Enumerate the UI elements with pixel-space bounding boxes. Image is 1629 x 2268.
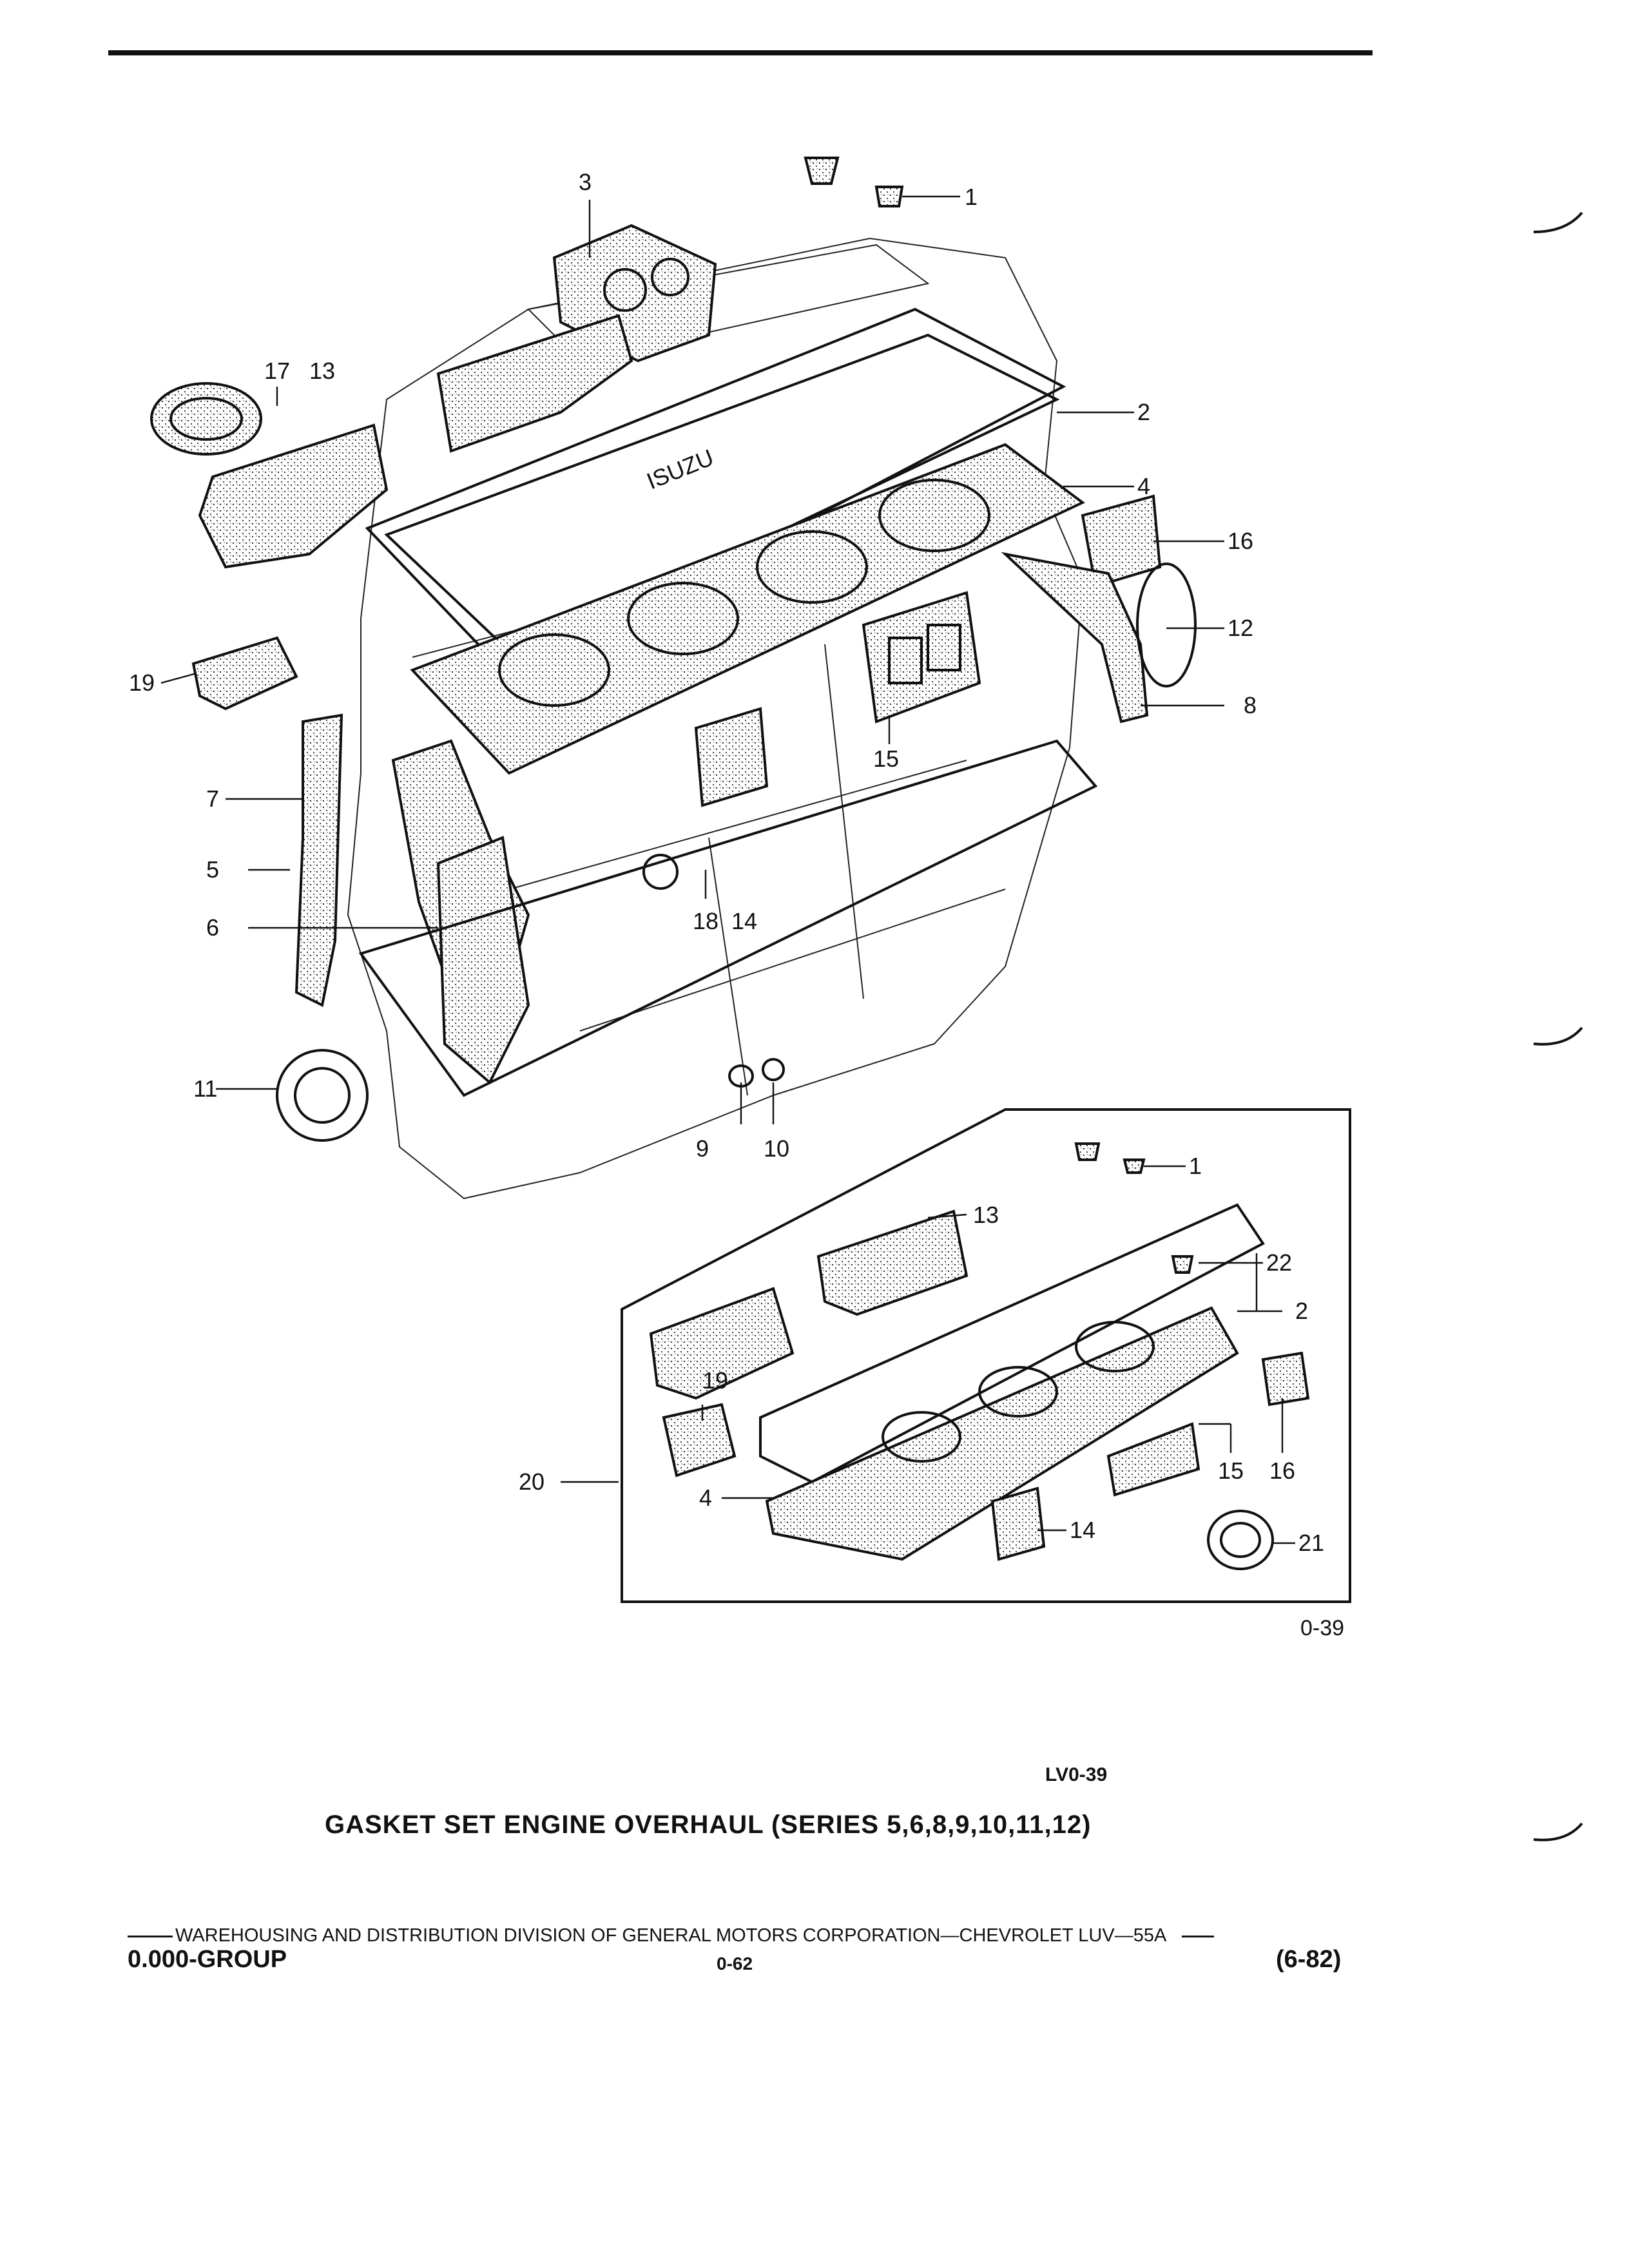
kit-callout-16: 16 bbox=[1269, 1457, 1295, 1484]
kit-callout-19: 19 bbox=[702, 1367, 728, 1394]
callout-16: 16 bbox=[1228, 528, 1253, 554]
kit-callout-13: 13 bbox=[973, 1202, 999, 1228]
callout-19: 19 bbox=[129, 669, 155, 696]
footer-dash-right bbox=[1182, 1935, 1215, 1937]
callout-14: 14 bbox=[731, 908, 757, 934]
kit-callout-20: 20 bbox=[519, 1468, 545, 1495]
top-rule bbox=[108, 50, 1373, 55]
callout-3: 3 bbox=[579, 169, 592, 195]
callout-1: 1 bbox=[965, 184, 978, 210]
gasket-kit-inset bbox=[621, 1108, 1351, 1603]
kit-callout-2: 2 bbox=[1295, 1298, 1308, 1324]
callout-18: 18 bbox=[693, 908, 718, 934]
callout-17: 17 bbox=[264, 358, 290, 384]
kit-callout-4: 4 bbox=[699, 1485, 712, 1511]
callout-7: 7 bbox=[206, 785, 219, 812]
callout-10: 10 bbox=[764, 1135, 789, 1162]
figure-number: 0-39 bbox=[1300, 1616, 1345, 1640]
callout-13: 13 bbox=[309, 358, 335, 384]
callout-12: 12 bbox=[1228, 615, 1253, 641]
kit-callout-14: 14 bbox=[1070, 1517, 1095, 1543]
callout-4: 4 bbox=[1137, 473, 1150, 499]
kit-callout-15: 15 bbox=[1218, 1457, 1244, 1484]
callout-2: 2 bbox=[1137, 399, 1150, 425]
kit-callout-22: 22 bbox=[1266, 1249, 1292, 1276]
page-title: GASKET SET ENGINE OVERHAUL (SERIES 5,6,8… bbox=[325, 1811, 1092, 1839]
kit-callout-21: 21 bbox=[1298, 1530, 1324, 1556]
callout-9: 9 bbox=[696, 1135, 709, 1162]
callout-6: 6 bbox=[206, 914, 219, 941]
footer-dash-left bbox=[128, 1935, 173, 1937]
logo-text: ISUZU bbox=[643, 444, 717, 494]
footer-date: (6-82) bbox=[1276, 1946, 1342, 1973]
footer-publisher-text: WAREHOUSING AND DISTRIBUTION DIVISION OF… bbox=[175, 1925, 1167, 1946]
gaskets-main bbox=[150, 157, 1197, 1142]
callout-11: 11 bbox=[193, 1075, 217, 1102]
lv-code: LV0-39 bbox=[1045, 1764, 1108, 1785]
leader-lines-main bbox=[160, 195, 1224, 1124]
footer-group: 0.000-GROUP bbox=[128, 1946, 287, 1973]
callouts-inset: 1 13 22 2 19 20 4 14 15 16 21 bbox=[519, 1153, 1324, 1556]
kit-callout-1: 1 bbox=[1189, 1153, 1202, 1179]
callouts-main: 3 1 2 4 16 12 8 17 13 19 7 5 6 11 15 18 … bbox=[129, 169, 1257, 1162]
footer-page-number: 0-62 bbox=[717, 1954, 753, 1974]
callout-15: 15 bbox=[873, 745, 899, 772]
callout-5: 5 bbox=[206, 856, 219, 883]
callout-8: 8 bbox=[1244, 692, 1257, 718]
binder-marks bbox=[1533, 211, 1583, 1841]
footer-publisher-line: WAREHOUSING AND DISTRIBUTION DIVISION OF… bbox=[128, 1925, 1352, 1946]
leader-lines-inset bbox=[561, 1165, 1295, 1544]
